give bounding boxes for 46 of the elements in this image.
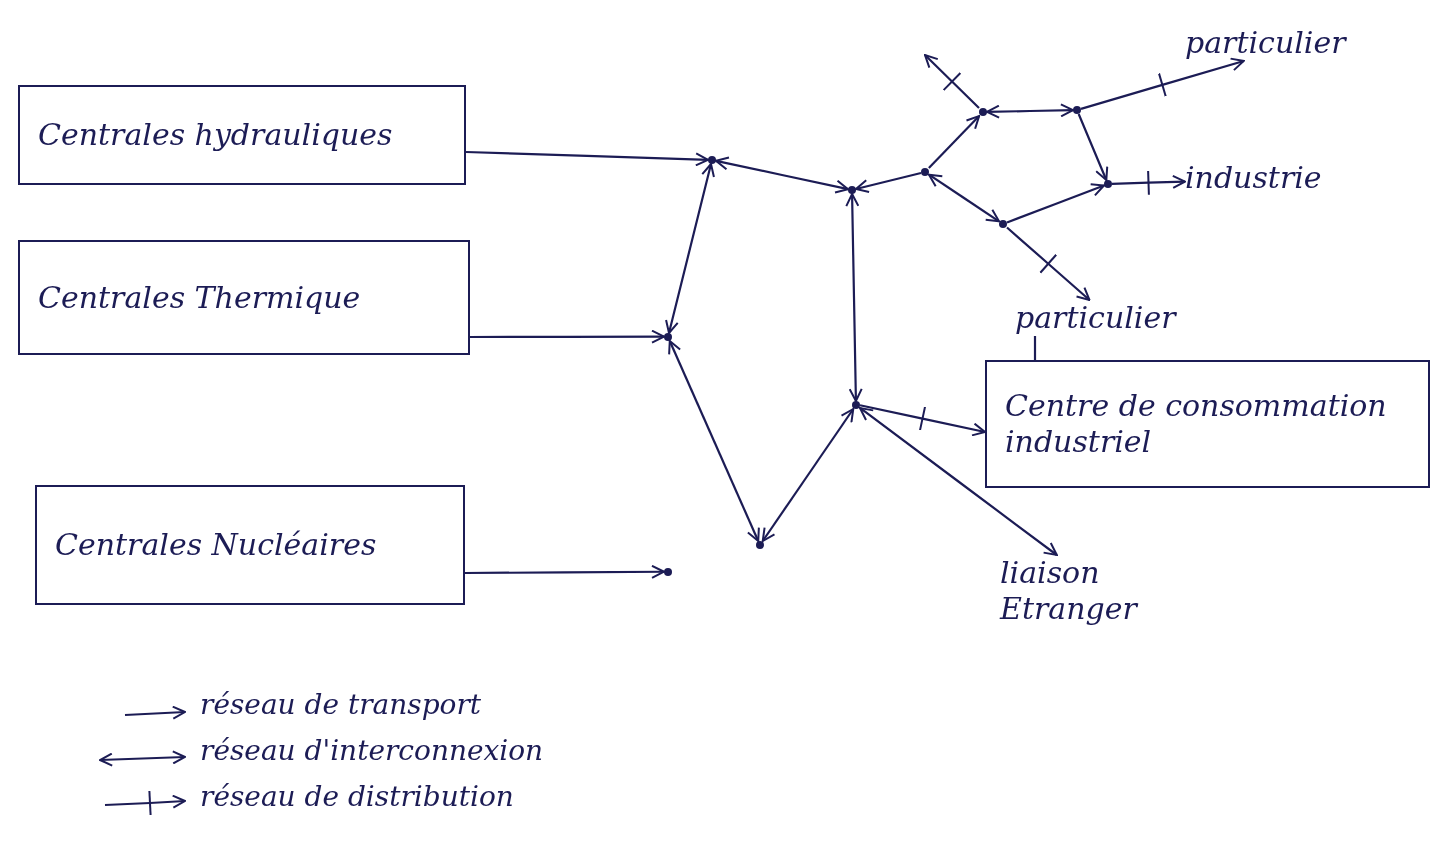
node-text: Centrales hydrauliques (38, 117, 393, 153)
arrow (928, 173, 1000, 223)
arrow (665, 163, 715, 334)
legend-text: réseau de distribution (200, 780, 514, 813)
junction-point (1073, 106, 1081, 114)
arrow (845, 193, 863, 402)
arrow (1077, 113, 1109, 181)
arrow (855, 171, 922, 193)
arrow (928, 115, 981, 169)
arrow (859, 407, 1058, 556)
arrow (986, 103, 1074, 119)
node-text: Centre de consommation industriel (1005, 388, 1388, 460)
consumer-label: particulier (1015, 300, 1205, 336)
plant-box (18, 85, 466, 185)
legend-text: réseau d'interconnexion (200, 734, 544, 767)
junction-point (664, 333, 672, 341)
arrow (1006, 183, 1105, 224)
arrow (465, 150, 709, 167)
foreign-link-label: liaison Etranger (1000, 555, 1210, 627)
arrow (1111, 171, 1186, 195)
junction-point (921, 168, 929, 176)
junction-point (756, 541, 764, 549)
junction-point (852, 401, 860, 409)
arrow (761, 408, 855, 542)
junction-point (999, 220, 1007, 228)
legend-text: réseau de transport (200, 688, 482, 721)
junction-point (1104, 180, 1112, 188)
consumer-label: particulier (1185, 25, 1425, 61)
arrow (924, 54, 980, 109)
consumer-label: industrie (1185, 160, 1405, 196)
junction-point (979, 108, 987, 116)
junction-point (664, 568, 672, 576)
arrow (470, 329, 665, 344)
node-text: Centrales Thermique (38, 279, 361, 316)
node-text: Centrales Nucléaires (55, 527, 377, 563)
plant-box (35, 485, 465, 605)
arrow (1006, 226, 1091, 301)
arrow (859, 404, 986, 436)
junction-point (708, 156, 716, 164)
arrow (668, 340, 760, 542)
arrow (465, 564, 665, 579)
consumption-center-box (985, 360, 1430, 488)
arrow (1080, 57, 1245, 110)
junction-point (848, 186, 856, 194)
plant-box (18, 240, 470, 355)
arrow (715, 156, 849, 194)
